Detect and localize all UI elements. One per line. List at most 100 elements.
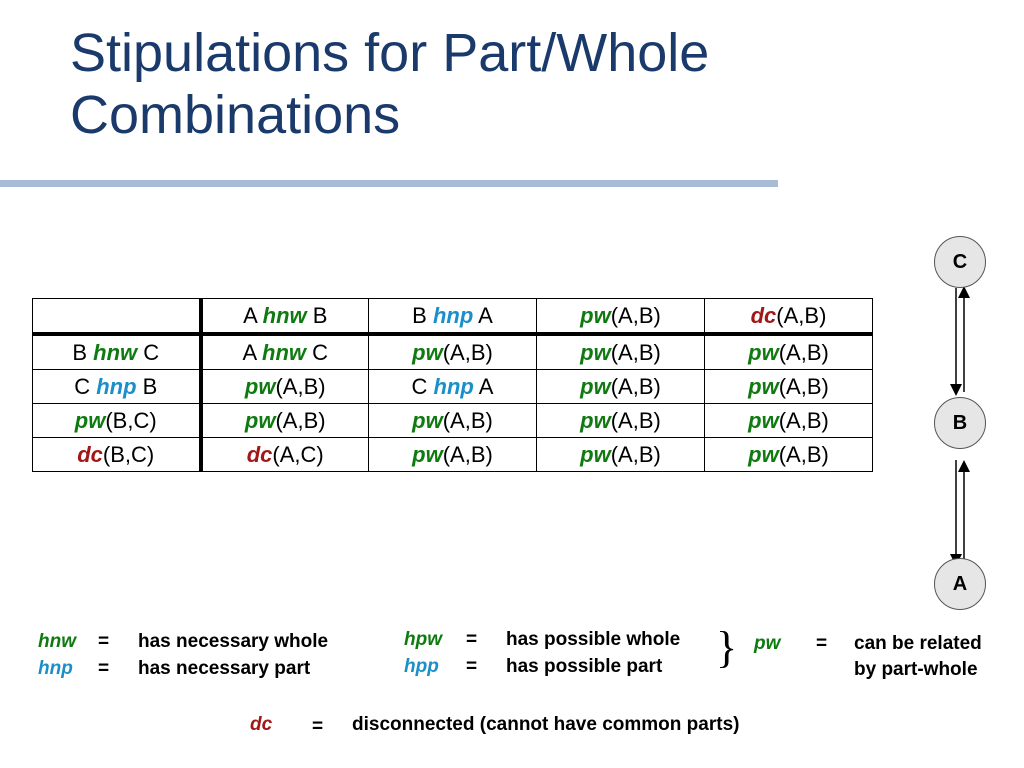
cell-suffix: B <box>136 374 158 399</box>
table-cell: dc(B,C) <box>32 437 203 472</box>
cell-suffix: C <box>306 340 329 365</box>
cell-suffix: (A,B) <box>442 442 493 467</box>
cell-relation: hnp <box>96 374 137 399</box>
table-cell: pw(A,B) <box>536 298 705 336</box>
cell-relation: pw <box>748 340 779 365</box>
cell-relation: pw <box>748 408 779 433</box>
node-c: C <box>934 236 986 288</box>
legend-pw-desc-line1: can be related <box>854 633 982 654</box>
table-cell: dc(A,C) <box>200 437 369 472</box>
cell-suffix: A <box>473 374 494 399</box>
cell-prefix: C <box>74 374 97 399</box>
cell-suffix: (A,B) <box>275 408 326 433</box>
legend-hpw-desc: has possible whole <box>506 629 681 650</box>
legend-dc-eq: = <box>312 716 324 737</box>
legend-hnw-term: hnw <box>38 631 76 652</box>
legend-hnw-eq: = <box>98 631 110 652</box>
title-line-1: Stipulations for Part/Whole <box>70 23 710 83</box>
table-cell: pw(A,B) <box>368 333 537 370</box>
cell-suffix: (A,B) <box>778 442 829 467</box>
table-cell: B hnp A <box>368 298 537 336</box>
table-cell: B hnw C <box>32 333 203 370</box>
cell-suffix: (A,B) <box>275 374 326 399</box>
table-row: pw(B,C)pw(A,B)pw(A,B)pw(A,B)pw(A,B) <box>32 403 873 438</box>
slide-title: Stipulations for Part/Whole Combinations <box>70 22 950 146</box>
cell-relation: hnw <box>93 340 138 365</box>
table-cell: pw(A,B) <box>704 369 873 404</box>
cell-relation: hnp <box>432 303 474 328</box>
cell-suffix: (A,B) <box>610 374 661 399</box>
cell-suffix: (A,B) <box>610 408 661 433</box>
cell-suffix: (A,B) <box>778 408 829 433</box>
node-a: A <box>934 558 986 610</box>
table-cell: pw(A,B) <box>704 333 873 370</box>
table-cell: C hnp A <box>368 369 537 404</box>
cell-relation: hnw <box>262 340 307 365</box>
cell-suffix: (A,B) <box>778 374 829 399</box>
table-cell: pw(A,B) <box>368 437 537 472</box>
cell-relation: pw <box>580 303 611 328</box>
cell-prefix: C <box>411 374 434 399</box>
cell-suffix: B <box>306 303 328 328</box>
cell-prefix: B <box>412 303 433 328</box>
cell-relation: pw <box>580 374 611 399</box>
part-whole-links <box>950 286 970 566</box>
cell-relation: pw <box>580 408 611 433</box>
cell-relation: pw <box>580 340 611 365</box>
legend-dc-term: dc <box>250 714 273 735</box>
cell-suffix: (A,B) <box>610 340 661 365</box>
legend-brace: } <box>716 623 738 672</box>
table-cell: pw(A,B) <box>704 437 873 472</box>
table-cell: pw(A,B) <box>536 369 705 404</box>
cell-prefix: B <box>72 340 94 365</box>
table-cell: pw(A,B) <box>536 333 705 370</box>
cell-suffix: (A,C) <box>272 442 324 467</box>
legend-hnp-term: hnp <box>38 658 73 679</box>
table-cell: A hnw B <box>200 298 369 336</box>
cell-relation: hnp <box>433 374 474 399</box>
legend-hnp-eq: = <box>98 658 110 679</box>
cell-relation: pw <box>412 442 443 467</box>
cell-suffix: (A,B) <box>610 303 661 328</box>
cell-suffix: C <box>137 340 160 365</box>
cell-relation: hnw <box>262 303 307 328</box>
legend-hpp-eq: = <box>466 656 478 677</box>
legend-pw-term: pw <box>754 633 781 654</box>
cell-relation: dc <box>246 442 273 467</box>
table-cell: pw(B,C) <box>32 403 203 438</box>
node-b: B <box>934 397 986 449</box>
table-cell: C hnp B <box>32 369 203 404</box>
table-cell: pw(A,B) <box>368 403 537 438</box>
cell-relation: pw <box>748 442 779 467</box>
table-cell: pw(A,B) <box>536 403 705 438</box>
cell-prefix: A <box>242 340 263 365</box>
cell-suffix: (A,B) <box>610 442 661 467</box>
cell-relation: pw <box>748 374 779 399</box>
legend-hpw-eq: = <box>466 629 478 650</box>
cell-relation: pw <box>580 442 611 467</box>
cell-relation: pw <box>244 408 276 433</box>
table-cell: dc(A,B) <box>704 298 873 336</box>
cell-relation: pw <box>412 340 443 365</box>
legend-hpp-desc: has possible part <box>506 656 663 677</box>
cell-suffix: (B,C) <box>105 408 157 433</box>
cell-suffix: (A,B) <box>776 303 827 328</box>
title-line-2: Combinations <box>70 85 401 145</box>
table-row: dc(B,C)dc(A,C)pw(A,B)pw(A,B)pw(A,B) <box>32 437 873 472</box>
legend-pw-desc-line2: by part-whole <box>854 659 978 680</box>
cell-suffix: A <box>473 303 493 328</box>
table-cell: pw(A,B) <box>200 369 369 404</box>
legend-hpw-term: hpw <box>404 629 442 650</box>
cell-suffix: (A,B) <box>442 340 493 365</box>
legend-dc-desc: disconnected (cannot have common parts) <box>352 714 740 735</box>
cell-relation: dc <box>750 303 777 328</box>
cell-relation: pw <box>244 374 276 399</box>
legend-pw-eq: = <box>816 633 828 654</box>
legend-hnp-desc: has necessary part <box>138 658 311 679</box>
cell-relation: pw <box>412 408 443 433</box>
cell-prefix: A <box>243 303 263 328</box>
